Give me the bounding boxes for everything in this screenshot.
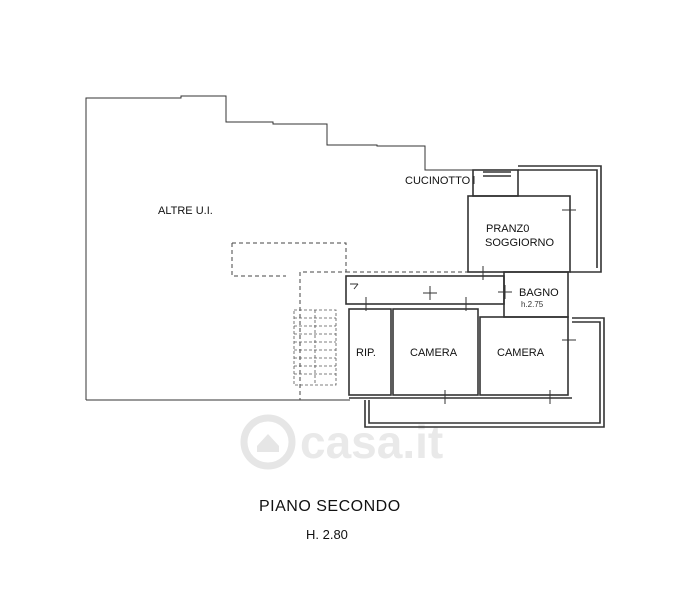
label-altre-ui: ALTRE U.I. bbox=[158, 205, 213, 217]
label-cucinotto: CUCINOTTO bbox=[405, 175, 471, 187]
label-rip: RIP. bbox=[356, 347, 376, 359]
door-ticks bbox=[350, 176, 576, 404]
watermark: casa.it bbox=[240, 414, 443, 470]
altre-ui-outline bbox=[85, 95, 474, 400]
watermark-logo-icon bbox=[240, 414, 296, 470]
stair-dashed-outline bbox=[231, 242, 500, 400]
plan-height: H. 2.80 bbox=[306, 527, 348, 542]
watermark-text: casa.it bbox=[300, 416, 443, 468]
stair-treads bbox=[293, 309, 337, 386]
apartment-walls bbox=[345, 165, 605, 428]
label-bagno: BAGNO bbox=[519, 287, 559, 299]
plan-title: PIANO SECONDO bbox=[259, 498, 401, 515]
label-camera-2: CAMERA bbox=[497, 347, 545, 359]
label-bagno-height: h.2.75 bbox=[521, 300, 544, 309]
label-camera-1: CAMERA bbox=[410, 347, 458, 359]
label-pranzo: PRANZ0 bbox=[486, 223, 529, 235]
label-soggiorno: SOGGIORNO bbox=[485, 237, 555, 249]
